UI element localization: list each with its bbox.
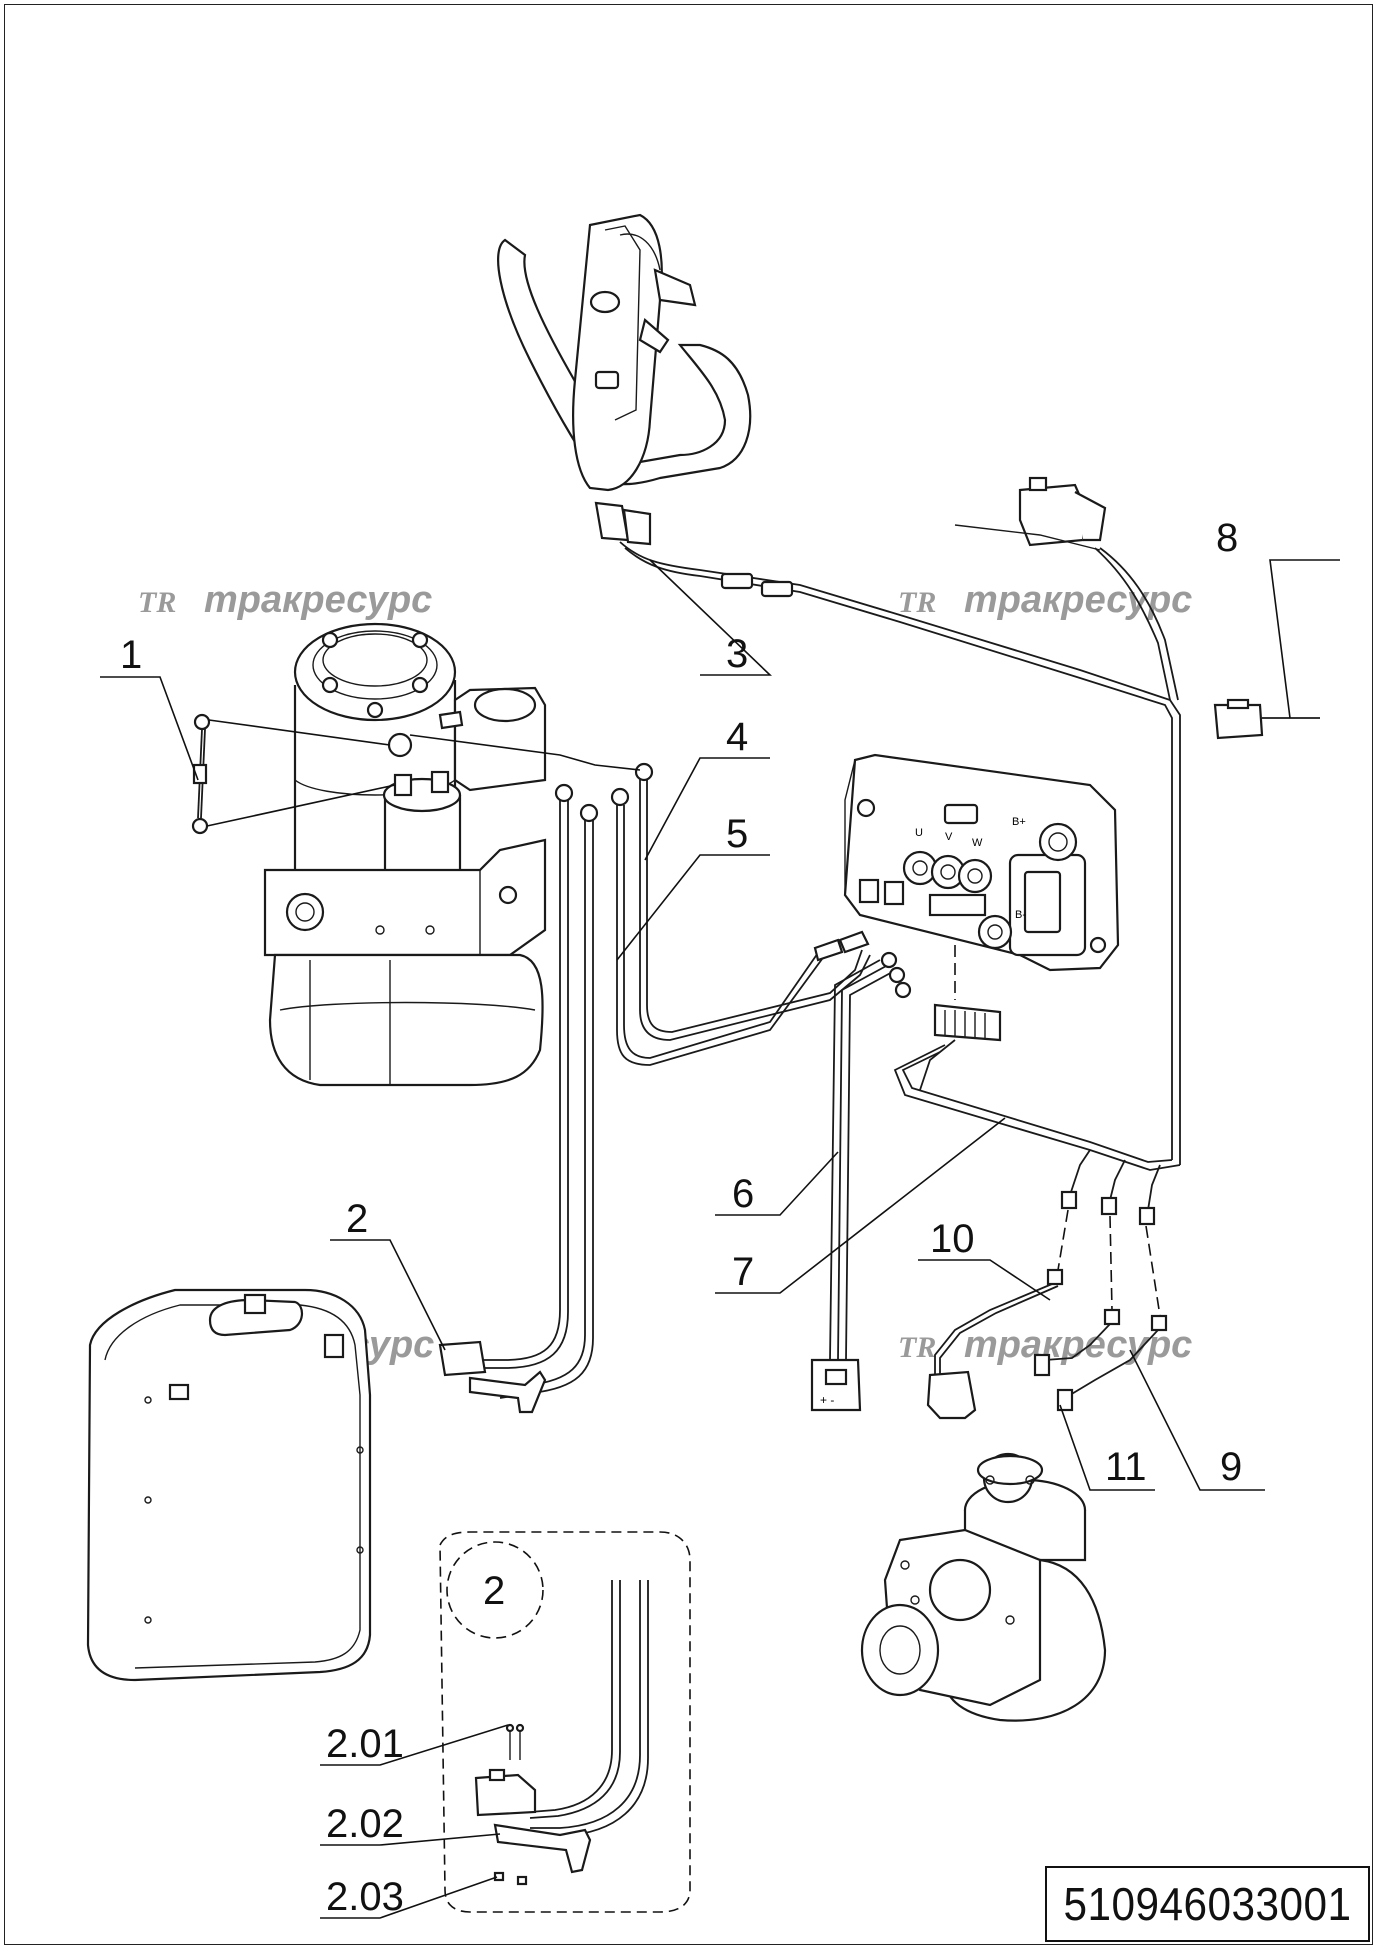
detail-label-2: 2: [483, 1569, 505, 1613]
wiring: + -: [409, 541, 1181, 1420]
callout-2-01: 2.01: [326, 1722, 404, 1766]
drive-motor: [860, 1452, 1107, 1722]
terminal-bplus-label: B+: [1012, 816, 1026, 828]
callout-4: 4: [726, 715, 748, 759]
terminal-v-label: V: [945, 831, 953, 843]
connector-8: [1213, 698, 1320, 740]
terminal-bminus-label: B-: [1015, 909, 1026, 921]
document-number: 510946033001: [1063, 1878, 1352, 1930]
terminal-w-label: W: [972, 837, 983, 849]
callout-leaders: [100, 559, 1340, 1919]
callout-2-02: 2.02: [326, 1802, 404, 1846]
microswitch: [954, 476, 1107, 551]
document-number-box: 510946033001: [1045, 1866, 1370, 1942]
terminal-u-label: U: [915, 827, 923, 839]
callout-6: 6: [732, 1172, 754, 1216]
watermark-logo: TR: [898, 1331, 936, 1364]
battery: [86, 1288, 372, 1682]
watermark-logo: TR: [898, 586, 936, 619]
tiller-handle: [497, 213, 752, 546]
hydraulic-power-unit: [263, 622, 547, 1087]
callout-8: 8: [1216, 516, 1238, 560]
callout-2: 2: [346, 1197, 368, 1241]
watermark-text: тракресурс: [204, 579, 432, 621]
jumper-cable-1: [191, 713, 396, 835]
watermark-text: тракресурс: [964, 579, 1192, 621]
motor-controller: U V W B+ B-: [843, 753, 1120, 972]
detail-view-2: [439, 1531, 691, 1913]
callout-2-03: 2.03: [326, 1875, 404, 1919]
watermark-2: TR тракресурс: [898, 579, 1192, 621]
callout-5: 5: [726, 812, 748, 856]
callout-3: 3: [726, 632, 748, 676]
watermark-logo: TR: [138, 586, 176, 619]
callout-1: 1: [120, 633, 142, 677]
drawing-frame: [4, 4, 1373, 1945]
callout-10: 10: [930, 1217, 975, 1261]
watermark-1: TR тракресурс: [138, 579, 432, 621]
callout-11: 11: [1105, 1445, 1147, 1489]
callout-7: 7: [732, 1250, 754, 1294]
plug-polarity-label: + -: [820, 1393, 834, 1407]
callout-9: 9: [1220, 1445, 1242, 1489]
